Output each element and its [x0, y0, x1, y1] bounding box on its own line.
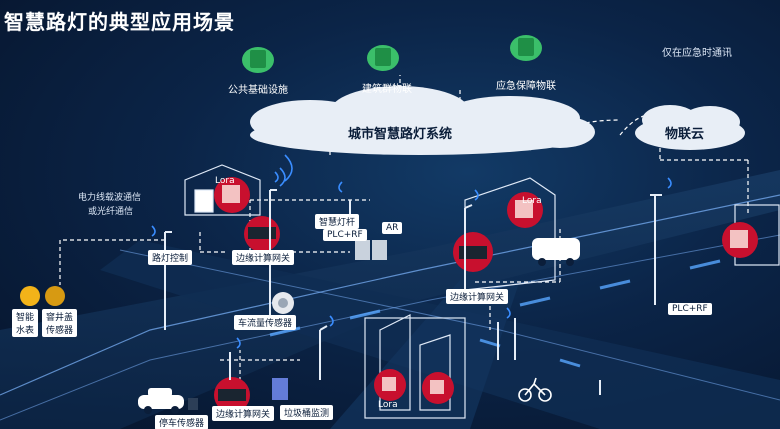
car-icon	[138, 388, 184, 414]
water-meter-icon	[20, 286, 65, 306]
van-icon	[532, 238, 580, 266]
iot-cloud-label: 物联云	[665, 127, 705, 142]
smart-water-label: 智能 水表	[12, 309, 39, 337]
edge-gateway-label: 边缘计算网关	[446, 289, 509, 304]
traffic-sensor-label: 车流量传感器	[234, 315, 297, 330]
parking-sensor-label: 停车传感器	[155, 415, 209, 429]
lora-label: Lora	[522, 196, 542, 206]
city-cloud	[250, 86, 595, 155]
lora-label: Lora	[378, 400, 398, 410]
street-light-icon	[164, 189, 662, 395]
manhole-sensor-label: 窨井盖 传感器	[42, 309, 78, 337]
wifi-icon	[151, 154, 672, 349]
emergency-note: 仅在应急时通讯	[662, 48, 732, 59]
iot-cloud	[635, 105, 745, 150]
edge-gateway-label: 边缘计算网关	[232, 250, 295, 265]
bicycle-icon	[518, 377, 552, 402]
edge-gateway-label: 边缘计算网关	[212, 406, 275, 421]
app-label-emergency-iot: 应急保障物联	[496, 81, 556, 92]
city-system-label: 城市智慧路灯系统	[348, 127, 453, 142]
ar-label: AR	[382, 222, 403, 234]
app-label-building-iot: 建筑群物联	[362, 84, 412, 95]
power-carrier-label: 电力线载波通信	[78, 193, 142, 203]
plc-rf-label: PLC+RF	[323, 229, 367, 241]
street-control-label: 路灯控制	[148, 250, 193, 265]
apps-cloud-icon	[242, 35, 542, 73]
fiber-label: 或光纤通信	[88, 207, 134, 217]
road-network	[0, 170, 780, 429]
app-label-public-infra: 公共基础设施	[228, 85, 288, 96]
plc-rf-label: PLC+RF	[668, 303, 712, 315]
trash-monitor-label: 垃圾桶监测	[280, 405, 334, 420]
camera-icon	[188, 240, 387, 410]
lora-label: Lora	[215, 176, 235, 186]
smart-pole-label: 智慧灯杆	[315, 214, 360, 229]
page-title: 智慧路灯的典型应用场景	[4, 10, 235, 34]
